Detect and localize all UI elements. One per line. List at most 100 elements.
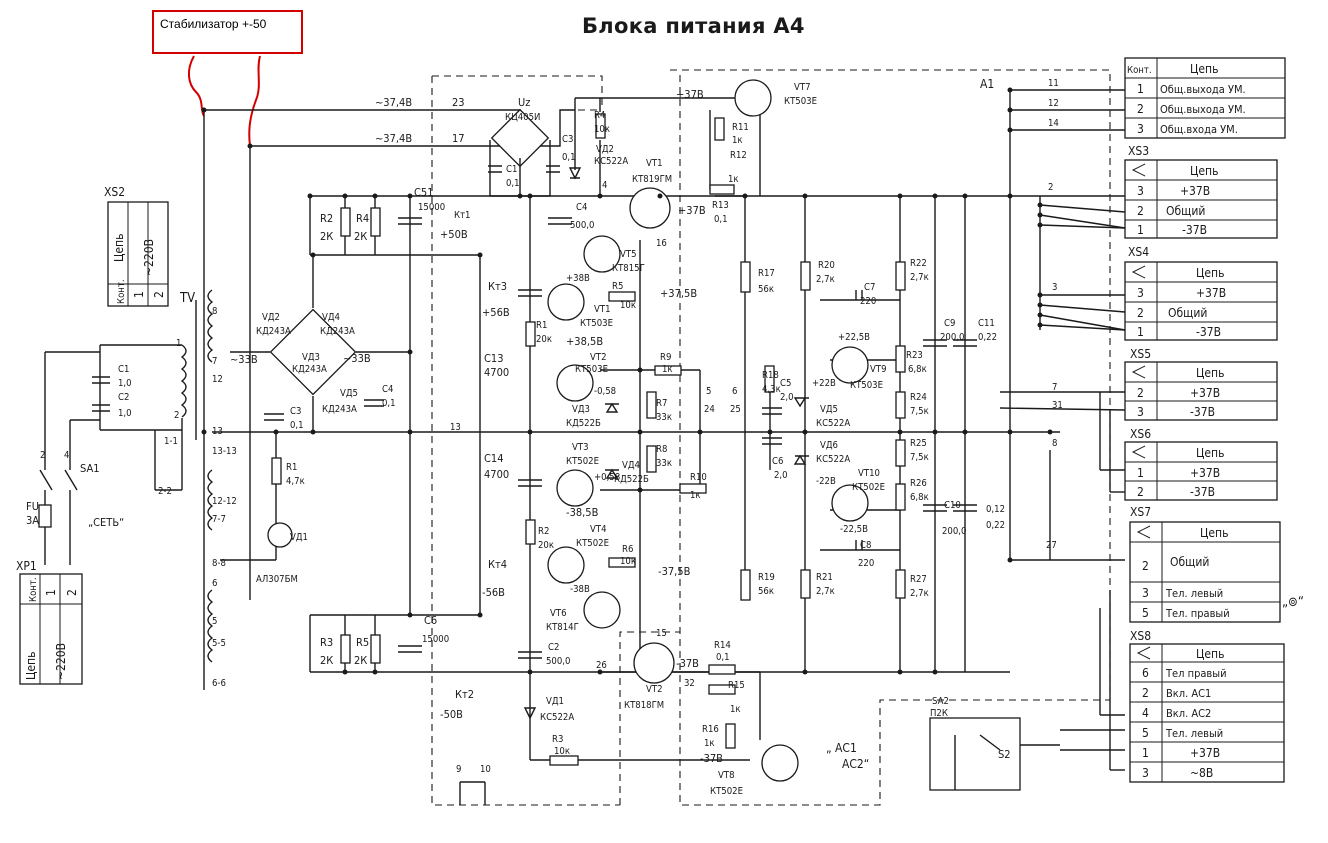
vd3b-label: VД3 bbox=[302, 352, 320, 363]
xs5-r0-c1: +37В bbox=[1190, 386, 1220, 400]
label-p22: +22В bbox=[812, 378, 836, 389]
xs8-r2-c1: Вкл. АС2 bbox=[1166, 707, 1211, 720]
xs4-head: Цепь bbox=[1196, 266, 1224, 280]
vt3-symbol bbox=[556, 469, 594, 507]
vt1-label: VT1 bbox=[646, 158, 663, 169]
connector-xs2: XS2 Конт. Цепь 1 2 ~220В bbox=[104, 185, 169, 307]
pin-9: 9 bbox=[456, 764, 461, 775]
set-label: „СЕТЬ“ bbox=[88, 516, 124, 529]
xs5-head: Цепь bbox=[1196, 366, 1224, 380]
c51-label: C51 bbox=[414, 186, 434, 199]
xp1-name: XP1 bbox=[16, 559, 37, 573]
pin-tv-5: 5 bbox=[212, 616, 217, 627]
label-p225: +22,5В bbox=[838, 332, 870, 343]
vt2b-type: КТ818ГМ bbox=[624, 700, 664, 711]
vt3-type: КТ502Е bbox=[566, 456, 599, 467]
label-p38: +38В bbox=[566, 273, 590, 284]
annotation-callout: Стабилизатор +-50 bbox=[152, 10, 303, 54]
pin-2: 2 bbox=[1048, 182, 1053, 193]
vd2b-type: КД243А bbox=[256, 326, 291, 337]
vd3-type: КД522Б bbox=[566, 418, 601, 429]
pin-26: 26 bbox=[596, 660, 607, 671]
r8-label: R8 bbox=[656, 444, 667, 455]
vt6-type: КТ814Г bbox=[546, 622, 579, 633]
r12-value: 1к bbox=[728, 174, 739, 185]
connector-table-top: Конт. Цепь 1 Общ.выхода УМ. 2 Общ.выхода… bbox=[1124, 57, 1286, 139]
c13-value: 4700 bbox=[484, 366, 509, 379]
label-m375: -37,5В bbox=[658, 565, 691, 578]
vt10-label: VT10 bbox=[858, 468, 880, 479]
vd4-type: КД522Б bbox=[614, 474, 649, 485]
pin-sa-2: 2 bbox=[40, 450, 45, 461]
connector-xs4: XS4 Цепь 3 +37В 2 Общий 1 -37В bbox=[1124, 245, 1278, 341]
xs7-name: XS7 bbox=[1130, 505, 1151, 519]
passives bbox=[92, 113, 977, 766]
xs8-r0-c1: Тел правый bbox=[1165, 667, 1227, 680]
vt4-label: VT4 bbox=[590, 524, 607, 535]
label-m225: -22,5В bbox=[840, 524, 868, 535]
xs6-r1-c1: -37В bbox=[1190, 485, 1215, 499]
pin-tv-1-1: 1-1 bbox=[164, 436, 178, 447]
vt1b-type: КТ503Е bbox=[580, 318, 613, 329]
pin-11: 11 bbox=[1048, 78, 1059, 89]
r3b-value: 2К bbox=[320, 654, 333, 667]
r2-label: R2 bbox=[538, 526, 549, 537]
c1-value: 0,1 bbox=[506, 178, 520, 189]
vd2b-label: VД2 bbox=[262, 312, 280, 323]
vd5-type: КС522А bbox=[816, 418, 850, 429]
r5-label: R5 bbox=[612, 281, 623, 292]
vd2-type: КС522А bbox=[594, 156, 628, 167]
pin-15: 15 bbox=[656, 628, 667, 639]
vt7-label: VT7 bbox=[794, 82, 811, 93]
led-symbol bbox=[267, 522, 293, 548]
c10-value: 200,0 bbox=[942, 526, 966, 537]
pin-tv-12: 12 bbox=[212, 374, 223, 385]
label-ac-left: ~33В bbox=[230, 353, 258, 366]
vd4-label: VД4 bbox=[622, 460, 640, 471]
xs3-r2-c0: 1 bbox=[1137, 223, 1144, 237]
r15-label: R15 bbox=[728, 680, 745, 691]
component-labels: Uz КЦ405И C3 0,1 C1 0,1 R4 10к VД2 КС522… bbox=[26, 77, 1011, 797]
pin-10: 10 bbox=[480, 764, 491, 775]
label-p37b: +37В bbox=[678, 204, 706, 217]
r10-label: R10 bbox=[690, 472, 707, 483]
tv-label: TV bbox=[179, 291, 195, 306]
xs8-r3-c0: 5 bbox=[1142, 726, 1149, 740]
xs4-r0-c1: +37В bbox=[1196, 286, 1226, 300]
pin-labels: 4 16 15 26 32 5 24 6 25 13 9 10 8 27 7 3… bbox=[40, 78, 1063, 775]
vt2-symbol bbox=[556, 364, 594, 402]
c3b-value: 0,1 bbox=[290, 420, 304, 431]
c4b-label: C4 bbox=[382, 384, 393, 395]
pin-tv-2: 2 bbox=[174, 410, 179, 421]
c5-label: C5 bbox=[780, 378, 791, 389]
module-label: А1 bbox=[980, 77, 994, 91]
pin-tv-5-5: 5-5 bbox=[212, 638, 226, 649]
vt3-label: VT3 bbox=[572, 442, 589, 453]
r24-label: R24 bbox=[910, 392, 927, 403]
tt-r0-c0: 1 bbox=[1137, 82, 1144, 96]
vt5-label: VT5 bbox=[620, 249, 637, 260]
c7-value: 220 bbox=[860, 296, 876, 307]
vd3b-type: КД243А bbox=[292, 364, 327, 375]
kt2-label: Кт2 bbox=[455, 688, 474, 701]
r14-value: 0,1 bbox=[716, 652, 730, 663]
vd3-label: VД3 bbox=[572, 404, 590, 415]
connector-xs6: XS6 Цепь 1 +37В 2 -37В bbox=[1124, 427, 1278, 501]
label-p56: +56В bbox=[482, 306, 510, 319]
c13-label: C13 bbox=[484, 352, 504, 365]
vt9-label: VT9 bbox=[870, 364, 887, 375]
xs3-r0-c0: 3 bbox=[1137, 184, 1144, 198]
pin-3: 3 bbox=[1052, 282, 1057, 293]
xs8-r2-c0: 4 bbox=[1142, 706, 1149, 720]
xs4-r1-c0: 2 bbox=[1137, 306, 1144, 320]
xs2-v1: 1 bbox=[132, 291, 146, 298]
r3b-label: R3 bbox=[320, 636, 333, 649]
xs7-r0-c0: 2 bbox=[1142, 559, 1149, 573]
xs8-r1-c0: 2 bbox=[1142, 686, 1149, 700]
pin-sa-4: 4 bbox=[64, 450, 69, 461]
ac12b-label: АС2“ bbox=[842, 757, 869, 771]
sa2-type: П2К bbox=[930, 708, 948, 719]
tt-r2-c1: Общ.входа УМ. bbox=[1160, 123, 1238, 136]
r16-value: 1к bbox=[704, 738, 715, 749]
label-n17: 17 bbox=[452, 132, 465, 145]
